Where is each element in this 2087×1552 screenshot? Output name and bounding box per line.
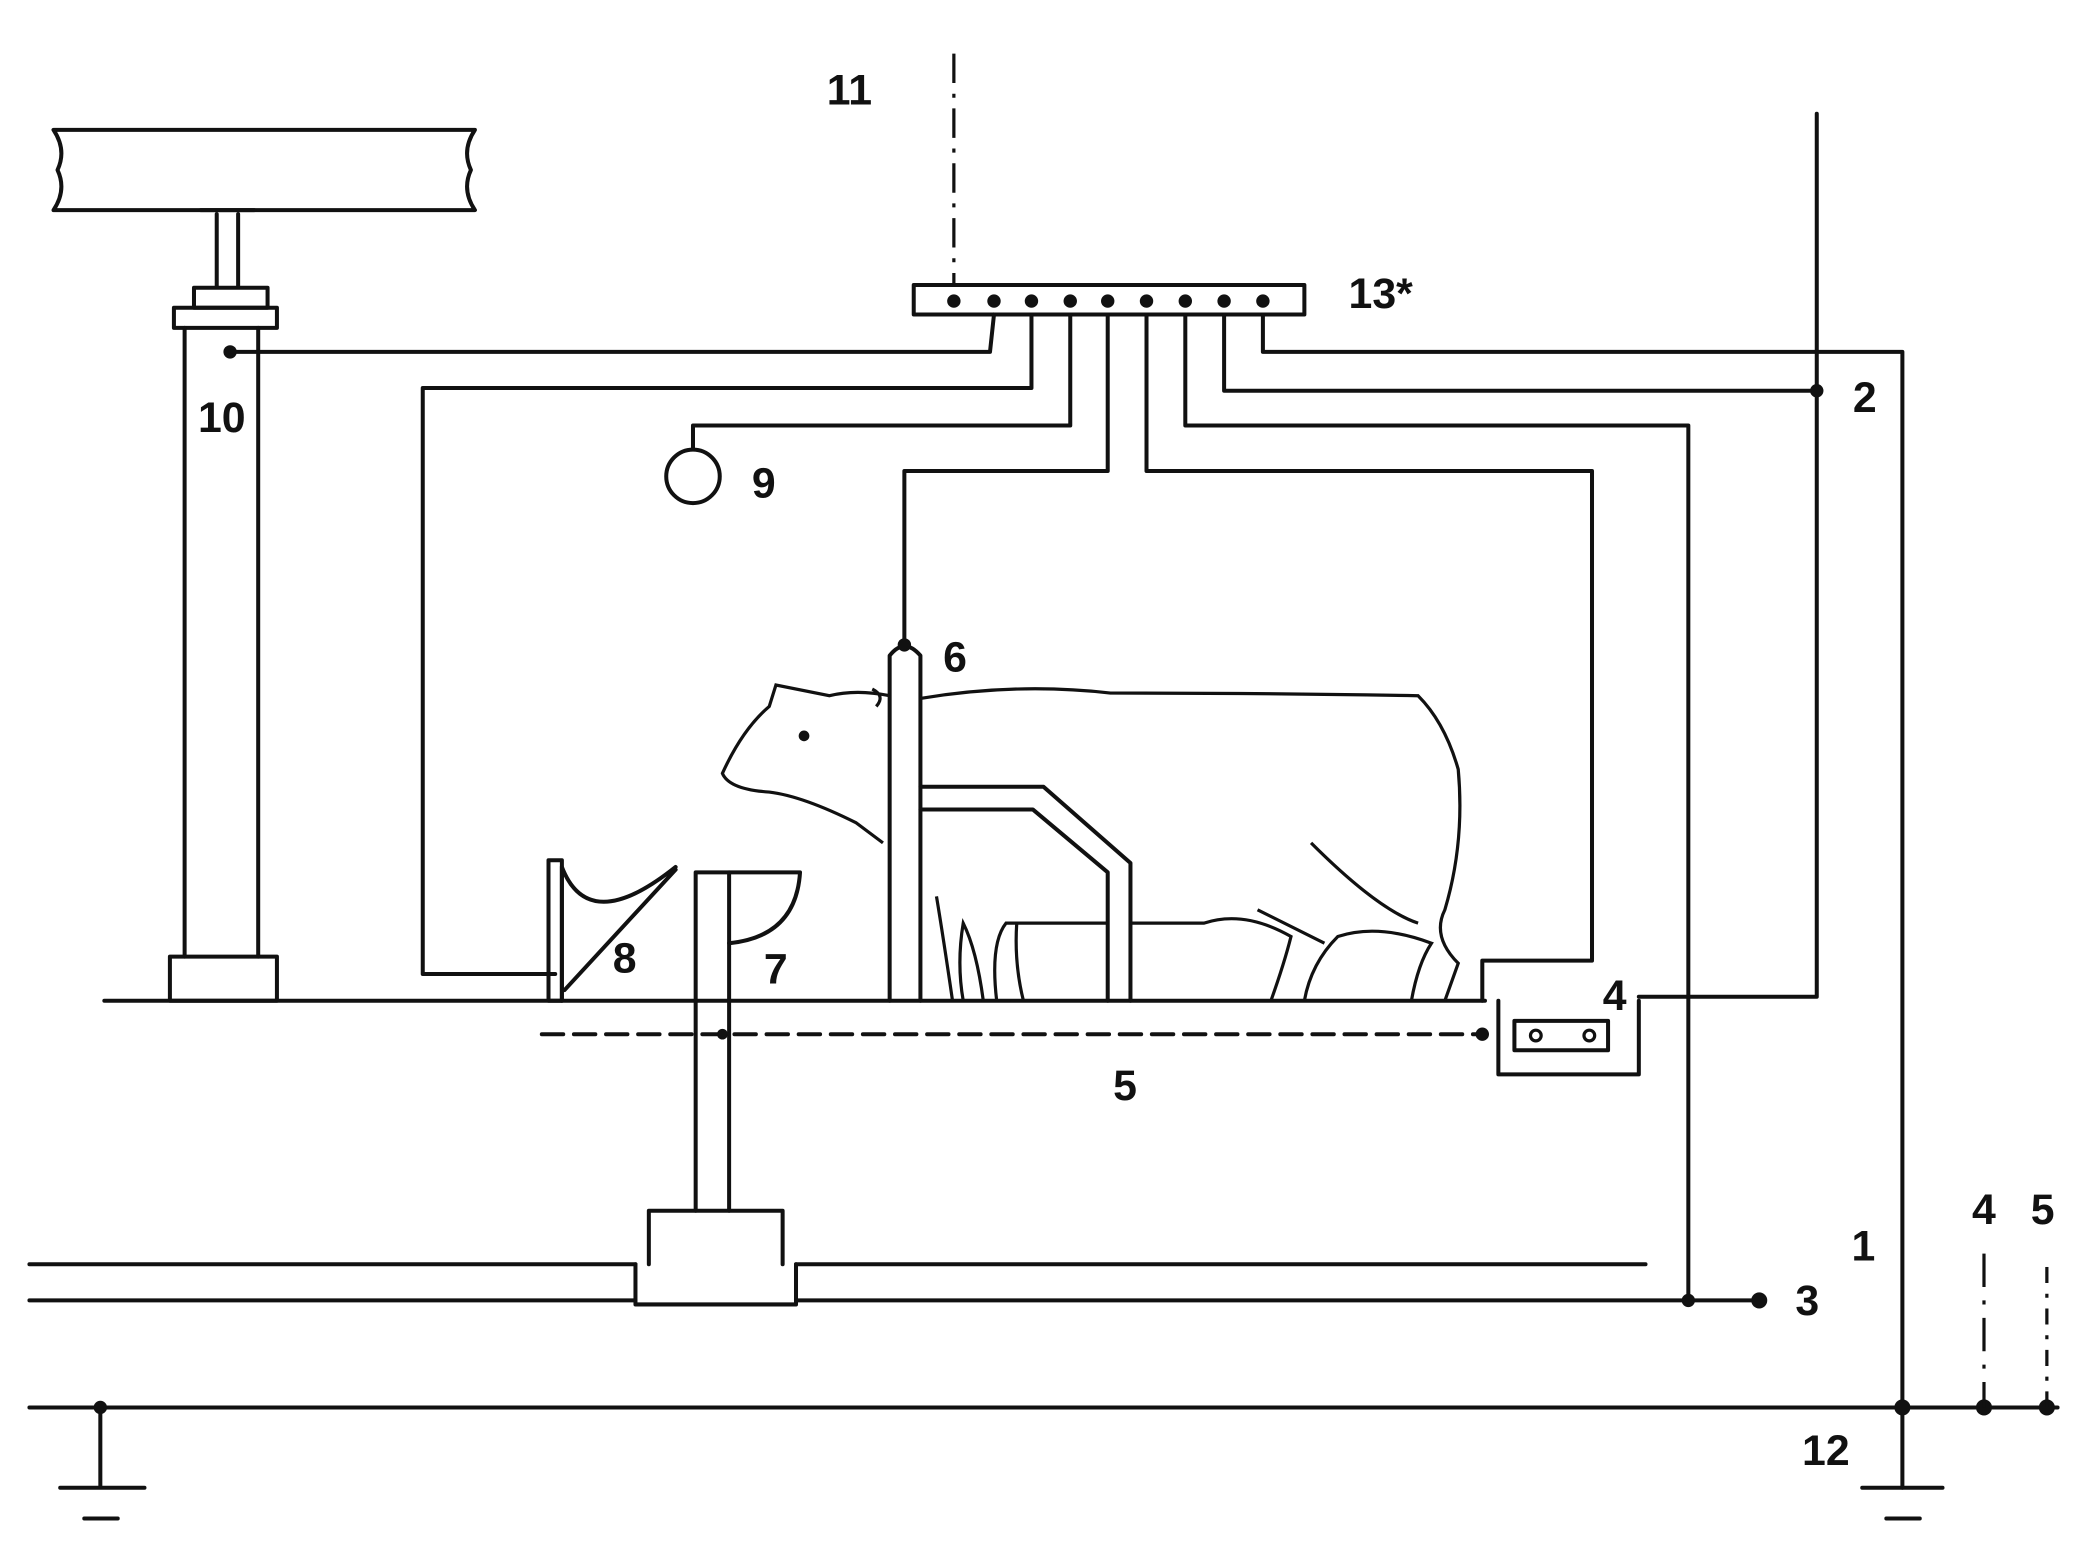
label-10: 10 (198, 394, 246, 442)
label-11: 11 (827, 66, 872, 114)
bonding-bus-bar-13 (911, 283, 1307, 317)
label-12: 12 (1802, 1427, 1850, 1475)
cow-outline (720, 683, 1462, 1003)
label-7: 7 (764, 945, 788, 993)
water-trough-4 (1480, 958, 1641, 1077)
label-3: 3 (1795, 1277, 1819, 1325)
label-6: 6 (943, 634, 967, 682)
label-8: 8 (613, 935, 637, 983)
label-4-right: 4 (1972, 1186, 1996, 1234)
column-10 (167, 208, 279, 1003)
water-pipe (27, 1262, 1762, 1303)
label-9: 9 (752, 460, 776, 508)
water-bowl-7 (633, 870, 803, 1307)
earthing-bus-12 (27, 1399, 2060, 1521)
stall-post-6 (887, 638, 923, 1003)
label-5-right: 5 (2031, 1186, 2055, 1234)
label-1: 1 (1852, 1222, 1876, 1270)
feed-bowl-8 (546, 858, 678, 1003)
label-13: 13* (1349, 270, 1414, 318)
label-5-grid: 5 (1113, 1062, 1137, 1110)
stall-frame (918, 784, 1133, 1003)
lamp-9 (664, 447, 722, 506)
label-4-trough: 4 (1603, 972, 1627, 1020)
ceiling-beam (51, 127, 477, 213)
bonding-conductors (228, 111, 1905, 1490)
label-2: 2 (1853, 374, 1877, 422)
